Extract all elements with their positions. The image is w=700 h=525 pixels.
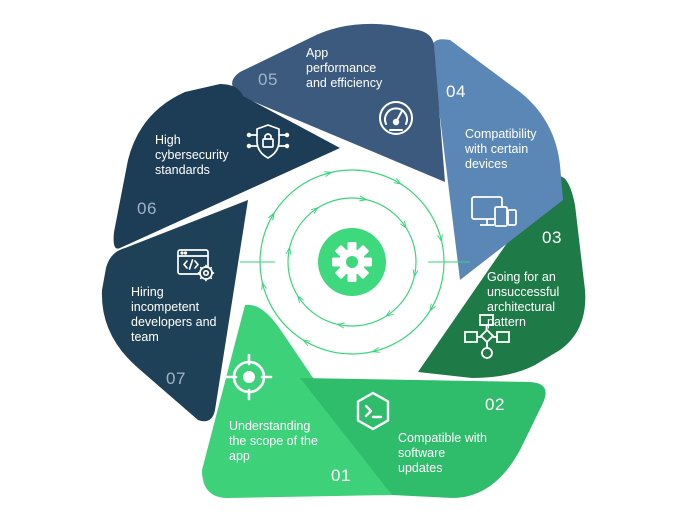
- inner-chevron-1: >: [308, 202, 323, 218]
- segment-07-label: Hiring incompetent developers and team: [131, 285, 217, 344]
- segment-03-number: 03: [542, 228, 562, 247]
- segment-04-number: 04: [446, 82, 466, 101]
- outer-chevron-6: >: [299, 334, 313, 350]
- flowchart-icon: [464, 314, 510, 359]
- segment-06-number: 06: [137, 199, 157, 218]
- segment-03-label: Going for an unsuccessful architectural …: [487, 270, 560, 329]
- target-icon: [225, 353, 273, 401]
- inner-chevron-7: >: [292, 291, 308, 306]
- outer-chevron-8: >: [264, 209, 280, 223]
- segment-01-blade: [202, 304, 392, 498]
- segment-05-number: 05: [258, 70, 278, 89]
- segment-06-label: High cybersecurity standards: [155, 133, 229, 177]
- inner-ring: [287, 197, 417, 327]
- inner-chevron-2: >: [357, 192, 368, 206]
- segment-02-number: 02: [485, 395, 505, 414]
- gear-icon: [332, 242, 372, 282]
- segment-06-blade: [113, 84, 340, 249]
- outer-chevron-2: >: [391, 174, 405, 190]
- shield-lock-icon: [246, 124, 290, 159]
- inner-chevron-6: >: [335, 318, 346, 332]
- terminal-icon: [356, 391, 390, 431]
- segment-05-blade: [232, 23, 445, 183]
- inner-chevron-4: >: [408, 267, 422, 278]
- code-settings-icon: [177, 249, 215, 282]
- center-rings: >>>>>>>>>>>>>>>>>: [240, 166, 470, 358]
- segment-07-number: 07: [166, 369, 186, 388]
- segment-04-blade: [431, 39, 563, 281]
- inner-chevron-5: >: [381, 306, 396, 322]
- segment-05-label: App performance and efficiency: [306, 46, 383, 90]
- outer-chevron-7: >: [256, 280, 271, 292]
- segment-03-blade: [418, 176, 586, 378]
- outer-chevron-1: >: [322, 166, 334, 181]
- segment-07-blade: [101, 200, 249, 422]
- segment-02-label: Compatible with software updates: [398, 431, 487, 475]
- inner-chevron-0: >: [282, 245, 296, 256]
- devices-icon: [471, 196, 517, 227]
- outer-chevron-4: >: [424, 301, 440, 315]
- segment-04-label: Compatibility with certain devices: [465, 127, 537, 171]
- outer-chevron-3: >: [433, 232, 448, 244]
- segment-02-blade: [300, 378, 546, 498]
- speedometer-icon: [379, 101, 413, 135]
- segment-01-label: Understanding the scope of the app: [229, 419, 318, 463]
- segment-01-number: 01: [331, 466, 351, 485]
- outer-chevron-5: >: [370, 343, 382, 358]
- outer-ring: [259, 169, 445, 355]
- inner-chevron-3: >: [396, 218, 412, 233]
